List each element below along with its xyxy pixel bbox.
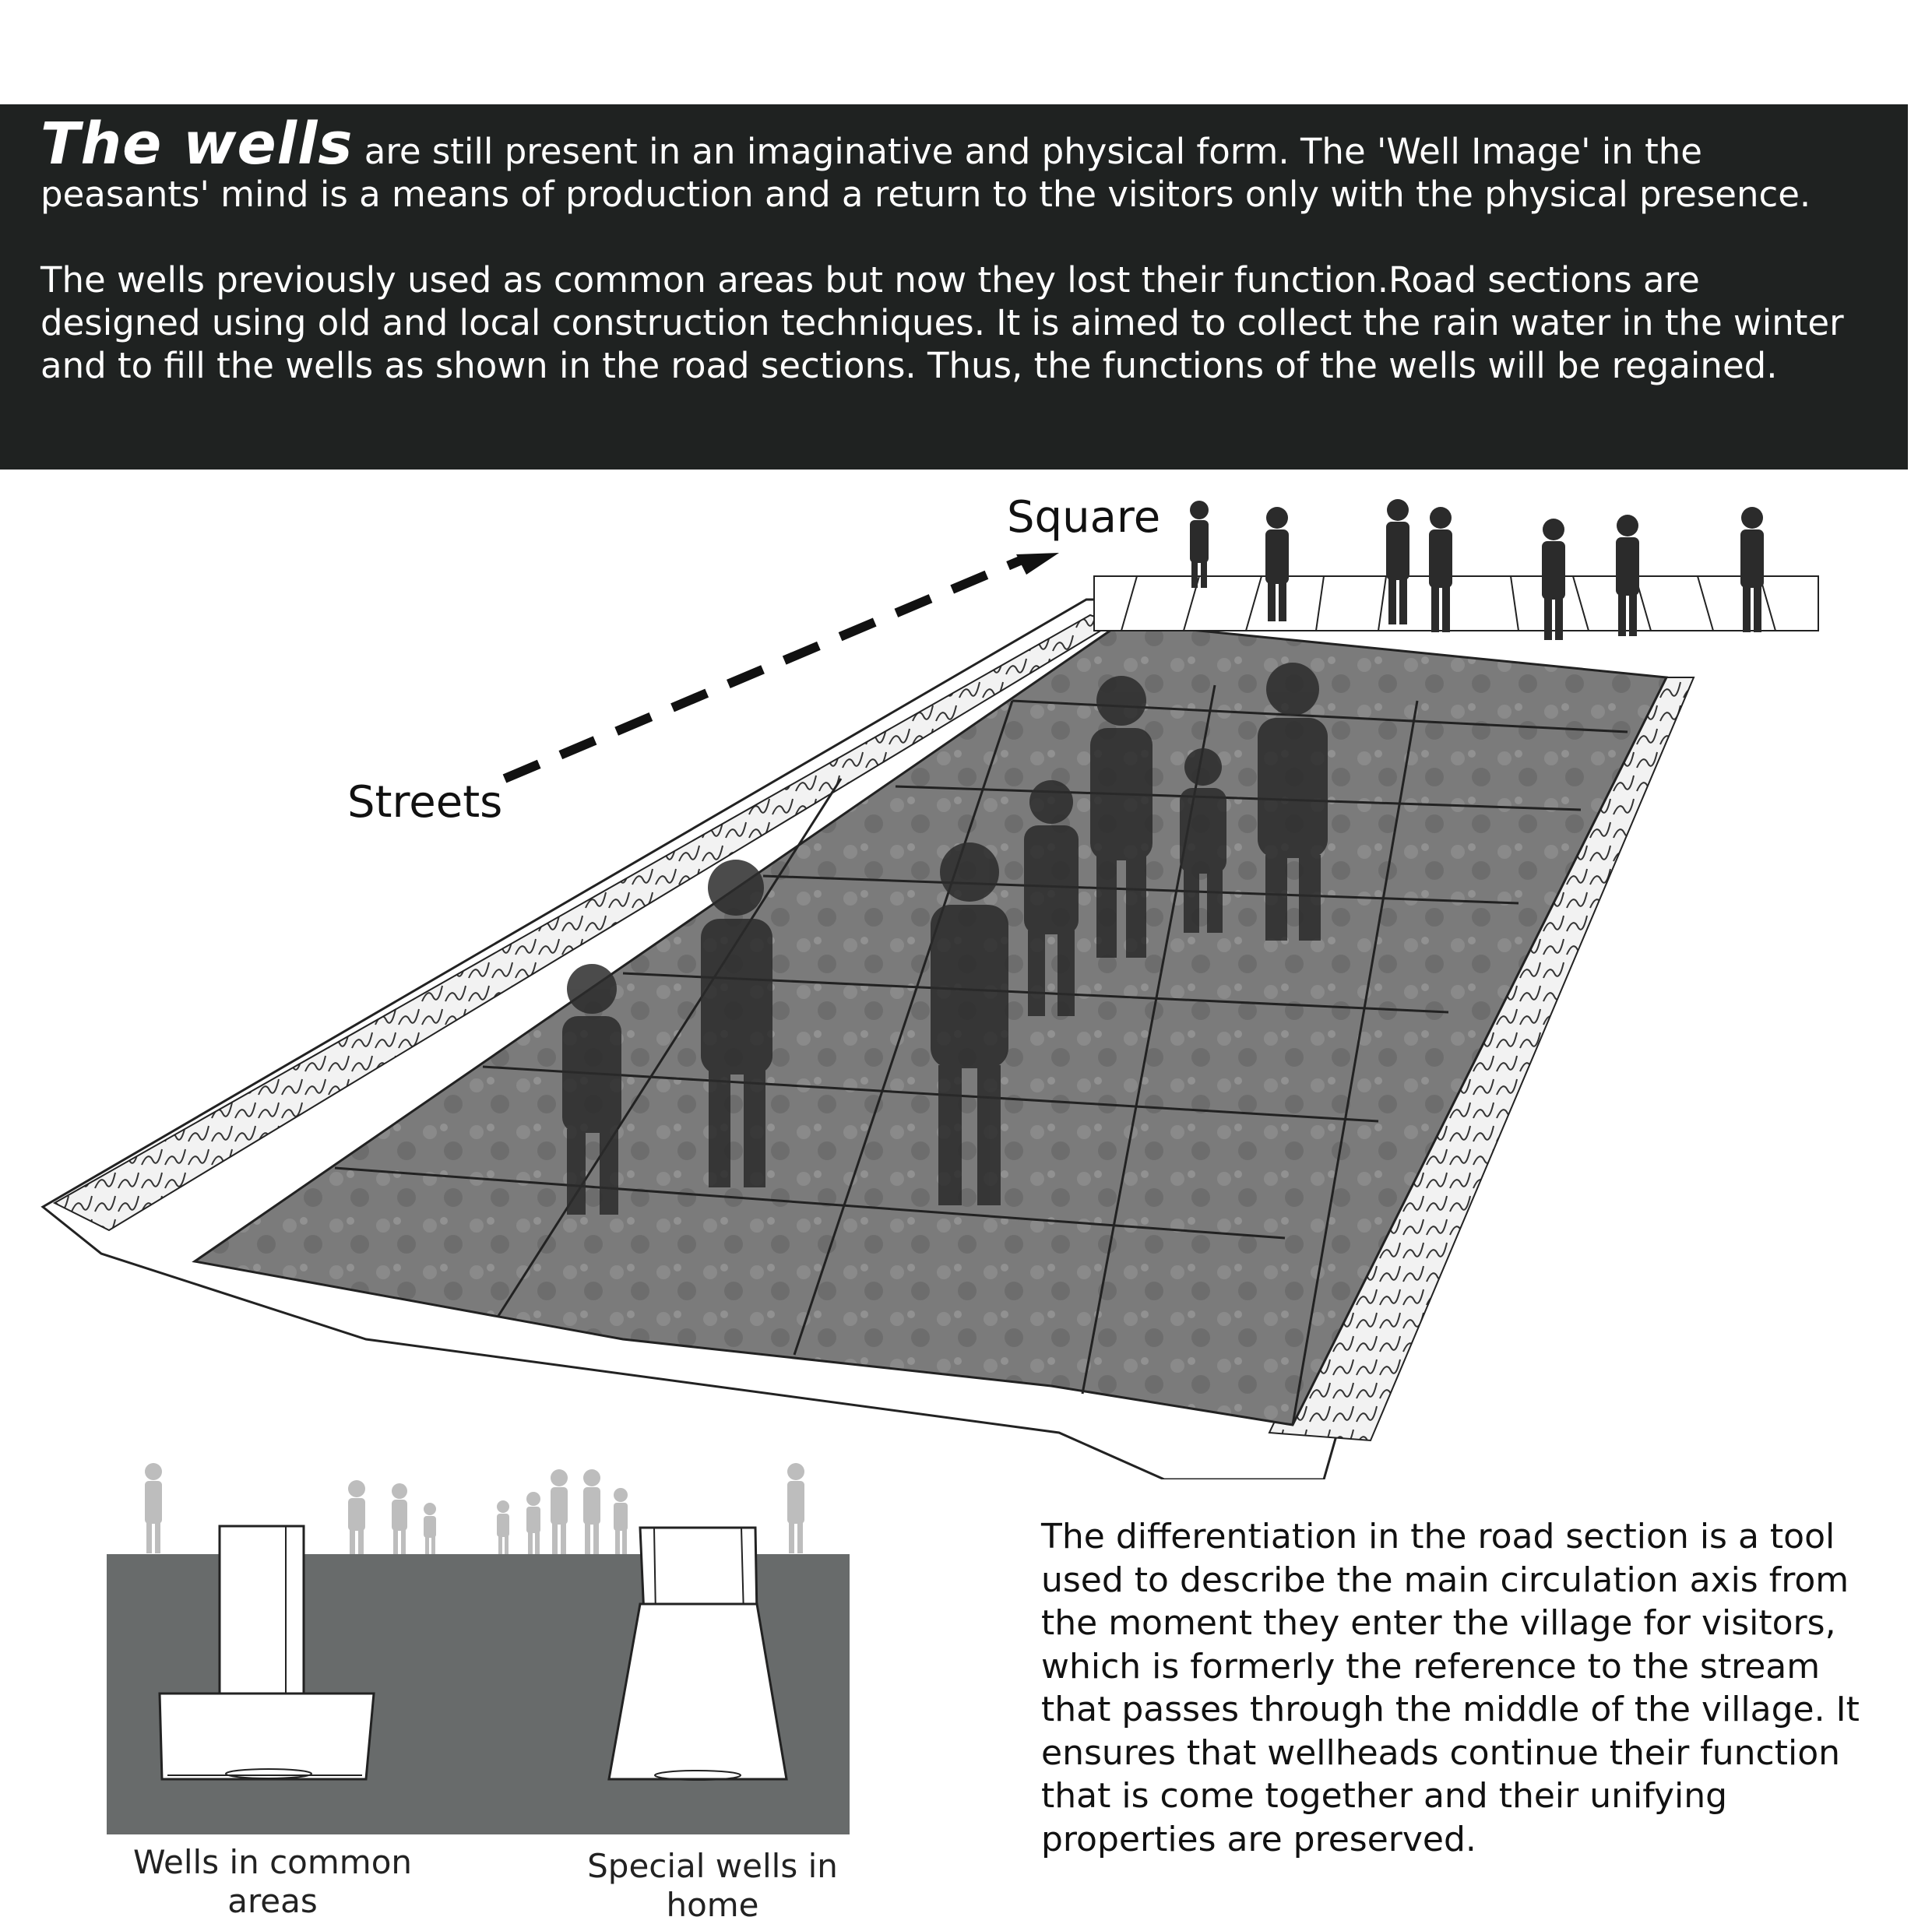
person-figure: [583, 1469, 600, 1554]
person-figure: [1429, 507, 1452, 632]
road-section-illustration: [40, 499, 1819, 1479]
person-figure: [497, 1500, 509, 1554]
intro-banner: The wells are still present in an imagin…: [0, 104, 1908, 470]
intro-paragraph-1: The wells are still present in an imagin…: [40, 115, 1869, 216]
person-figure: [1180, 748, 1226, 933]
person-figure: [701, 860, 772, 1187]
road-section-description: The differentiation in the road section …: [1041, 1517, 1860, 1859]
intro-paragraph-1-text: are still present in an imaginative and …: [40, 131, 1811, 215]
well-sections-illustration: [107, 1463, 850, 1834]
person-figure: [1616, 515, 1639, 636]
person-figure: [392, 1483, 407, 1554]
intro-headword: The wells: [40, 111, 354, 178]
person-figure: [1265, 507, 1289, 621]
person-figure: [1542, 519, 1565, 640]
person-figure: [1386, 499, 1409, 624]
person-figure: [1258, 663, 1328, 941]
ground-people-silhouettes: [145, 1463, 804, 1554]
intro-paragraph-2: The wells previously used as common area…: [40, 259, 1844, 386]
home-well-caption: Special wells in home: [587, 1847, 838, 1924]
common-area-well: [158, 1525, 375, 1781]
person-figure: [931, 842, 1008, 1205]
person-figure: [1024, 780, 1079, 1016]
common-well-caption: Wells in common areas: [132, 1843, 413, 1920]
person-figure: [562, 964, 621, 1215]
person-figure: [145, 1463, 162, 1553]
square-people-silhouettes: [1190, 499, 1764, 640]
square-slats: [1093, 575, 1819, 631]
person-figure: [551, 1469, 568, 1554]
person-figure: [1740, 507, 1764, 632]
person-figure: [787, 1463, 804, 1553]
streets-label: Streets: [347, 777, 503, 828]
person-figure: [1190, 501, 1209, 588]
walking-people-silhouettes: [562, 663, 1328, 1215]
home-well: [607, 1526, 788, 1781]
square-label: Square: [1007, 492, 1161, 543]
person-figure: [424, 1503, 436, 1554]
person-figure: [348, 1480, 365, 1554]
direction-arrow-line: [502, 556, 1022, 783]
person-figure: [1090, 676, 1153, 958]
person-figure: [526, 1492, 540, 1554]
direction-arrow-head: [1016, 553, 1059, 575]
person-figure: [614, 1488, 628, 1554]
